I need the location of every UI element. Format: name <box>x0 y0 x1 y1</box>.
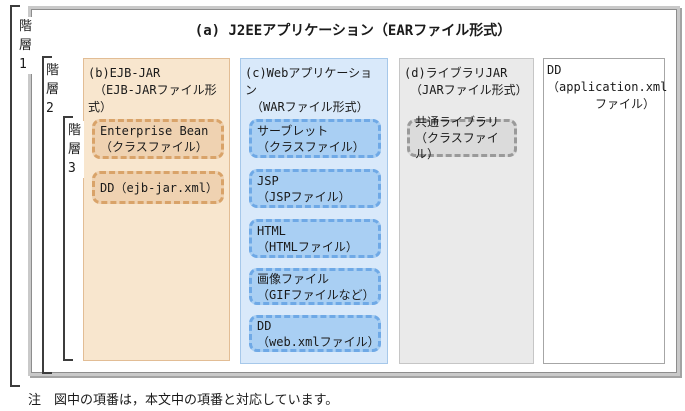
web-xml-dd-box: DD （web.xmlファイル） <box>249 315 381 352</box>
ejb-jar-column: (b)EJB-JAR （EJB-JARファイル形式） Enterprise Be… <box>83 58 230 361</box>
web-application-column: (c)Webアプリケーション （WARファイル形式） サーブレット （クラスファ… <box>240 58 388 364</box>
common-library-box: 共通ライブラリ （クラスファイル） <box>407 115 517 161</box>
web-application-header: (c)Webアプリケーション （WARファイル形式） <box>245 66 373 114</box>
library-jar-column: (d)ライブラリJAR （JARファイル形式） 共通ライブラリ （クラスファイル… <box>399 58 534 364</box>
application-xml-dd-column: DD （application.xml ファイル） <box>543 58 668 364</box>
library-jar-header: (d)ライブラリJAR （JARファイル形式） <box>404 66 528 97</box>
hierarchy-3-label: 階層3 <box>68 121 84 178</box>
footnote: 注 図中の項番は，本文中の項番と対応しています。 <box>28 393 339 408</box>
servlet-box: サーブレット （クラスファイル） <box>249 119 381 158</box>
hierarchy-1-bracket <box>10 5 20 387</box>
ejb-jar-dd-box: DD（ejb-jar.xml） <box>92 171 224 204</box>
html-box: HTML （HTMLファイル） <box>249 219 381 258</box>
image-file-box: 画像ファイル （GIFファイルなど） <box>249 268 381 305</box>
hierarchy-2-label: 階層2 <box>46 61 62 118</box>
hierarchy-2-bracket <box>42 56 52 374</box>
ejb-jar-header: (b)EJB-JAR （EJB-JARファイル形式） <box>88 66 217 114</box>
enterprise-bean-box: Enterprise Bean （クラスファイル） <box>92 119 224 159</box>
hierarchy-1-label: 階層1 <box>19 17 35 74</box>
hierarchy-3-bracket <box>63 116 73 361</box>
application-xml-dd-label: DD （application.xml ファイル） <box>547 63 668 111</box>
ear-application-title: (a) J2EEアプリケーション（EARファイル形式） <box>194 23 512 39</box>
jsp-box: JSP （JSPファイル） <box>249 169 381 208</box>
